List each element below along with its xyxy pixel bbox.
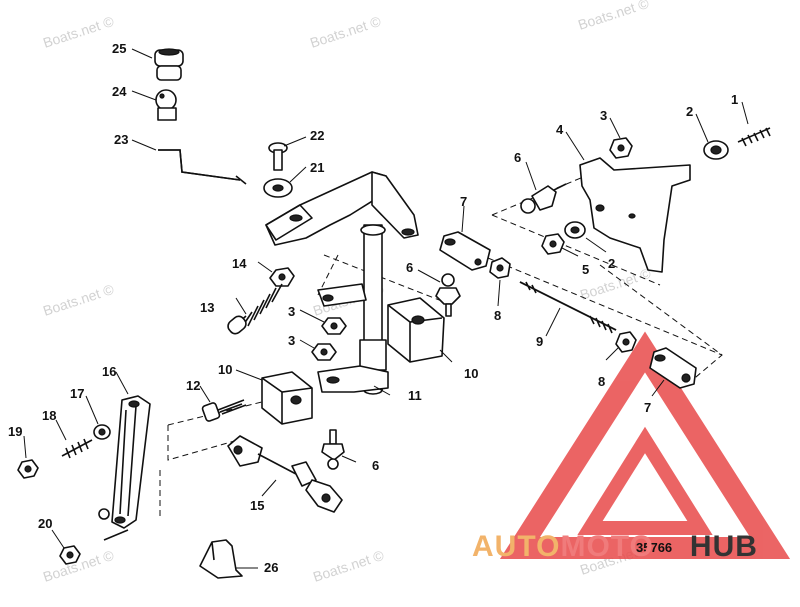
callout-12: 12	[186, 378, 200, 393]
callout-13: 13	[200, 300, 214, 315]
part-1-screw	[737, 127, 771, 147]
leader-lines	[23, 48, 749, 569]
part-3-nut-upper	[321, 317, 347, 335]
part-26-clip	[199, 539, 243, 579]
part-23-link-rod	[158, 149, 247, 185]
callout-21: 21	[310, 160, 324, 175]
part-22-screw	[268, 142, 288, 171]
callout-22: 22	[310, 128, 324, 143]
watermark-1: Boats.net ©	[41, 13, 116, 51]
callout-17: 17	[70, 386, 84, 401]
drawing-number: 35766	[636, 540, 672, 555]
part-5-nut	[541, 233, 565, 255]
part-19-nut	[17, 459, 39, 479]
callout-4: 4	[556, 122, 564, 137]
part-12-bolt	[201, 399, 247, 422]
part-9-threaded-rod	[519, 281, 617, 334]
callouts: 1 2 2 3 3 3 4 5 6 6 6 7 7 8 8 9 10 10 11…	[8, 41, 738, 575]
callout-26: 26	[264, 560, 278, 575]
callout-2-upper: 2	[686, 104, 693, 119]
callout-18: 18	[42, 408, 56, 423]
part-8-nut-lower	[615, 331, 637, 353]
part-vertical-shaft	[359, 224, 387, 395]
callout-3-top: 3	[600, 108, 607, 123]
callout-10-right: 10	[464, 366, 478, 381]
part-2-washer-lower	[564, 221, 586, 239]
part-16-lever-plate	[111, 395, 151, 529]
callout-6-mid: 6	[406, 260, 413, 275]
part-7-link-end-upper	[439, 231, 491, 271]
part-21-clamp-ring	[263, 178, 293, 198]
part-6-ball-stud-upper	[520, 183, 567, 214]
callout-1: 1	[731, 92, 738, 107]
callout-3-mid: 3	[288, 304, 295, 319]
callout-10-left: 10	[218, 362, 232, 377]
callout-15: 15	[250, 498, 264, 513]
brand-text-hub: HUB	[690, 530, 758, 563]
part-17-washer	[93, 424, 111, 440]
callout-8-upper: 8	[494, 308, 501, 323]
callout-5: 5	[582, 262, 589, 277]
callout-25: 25	[112, 41, 126, 56]
brand-text-auto: AUTO	[472, 530, 560, 563]
part-4-bracket	[579, 157, 691, 273]
part-11-lower-lever	[317, 365, 389, 393]
callout-11: 11	[408, 388, 422, 403]
part-14-nut	[269, 267, 295, 287]
watermark-6: Boats.net ©	[578, 265, 653, 303]
part-10-block-left	[261, 371, 313, 425]
brand-text: AUTOMOTO HUB	[472, 530, 758, 563]
watermark-8: Boats.net ©	[311, 547, 386, 585]
part-18-threaded-stud	[61, 438, 93, 459]
brand-text-moto: MOTO	[560, 530, 653, 563]
part-upper-lever-arm	[265, 171, 419, 246]
callout-6-upper: 6	[514, 150, 521, 165]
part-25-bushing	[154, 48, 184, 81]
part-15-link-rod-assembly	[227, 435, 343, 513]
callout-8-lower: 8	[598, 374, 605, 389]
part-3-nut-lower	[311, 343, 337, 361]
part-2-washer-upper	[703, 140, 729, 160]
callout-14: 14	[232, 256, 247, 271]
callout-19: 19	[8, 424, 22, 439]
watermark-2: Boats.net ©	[308, 13, 383, 51]
callout-6-lower: 6	[372, 458, 379, 473]
part-7-link-end-lower	[649, 347, 697, 389]
callout-7-lower: 7	[644, 400, 651, 415]
callout-3-low: 3	[288, 333, 295, 348]
logo-triangle-outer	[499, 331, 791, 559]
callout-24: 24	[112, 84, 127, 99]
callout-20: 20	[38, 516, 52, 531]
callout-7-upper: 7	[460, 194, 467, 209]
watermark-4: Boats.net ©	[41, 281, 116, 319]
part-24-ball-socket	[155, 89, 177, 121]
callout-16: 16	[102, 364, 116, 379]
callout-2-lower: 2	[608, 256, 615, 271]
brand-logo	[499, 331, 791, 559]
logo-triangle-inner	[577, 426, 713, 535]
callout-23: 23	[114, 132, 128, 147]
part-10-block-right	[387, 297, 445, 363]
watermark-3: Boats.net ©	[576, 0, 651, 33]
part-upper-small-lever	[317, 283, 367, 307]
callout-9: 9	[536, 334, 543, 349]
part-6-ball-stud-mid	[435, 273, 461, 317]
part-6-ball-stud-lower	[321, 429, 345, 470]
part-3-nut-top	[609, 137, 633, 159]
part-13-spring	[227, 283, 283, 335]
part-8-nut-upper	[489, 257, 511, 279]
part-20-nut	[59, 545, 81, 565]
part-16-stud	[98, 508, 129, 541]
